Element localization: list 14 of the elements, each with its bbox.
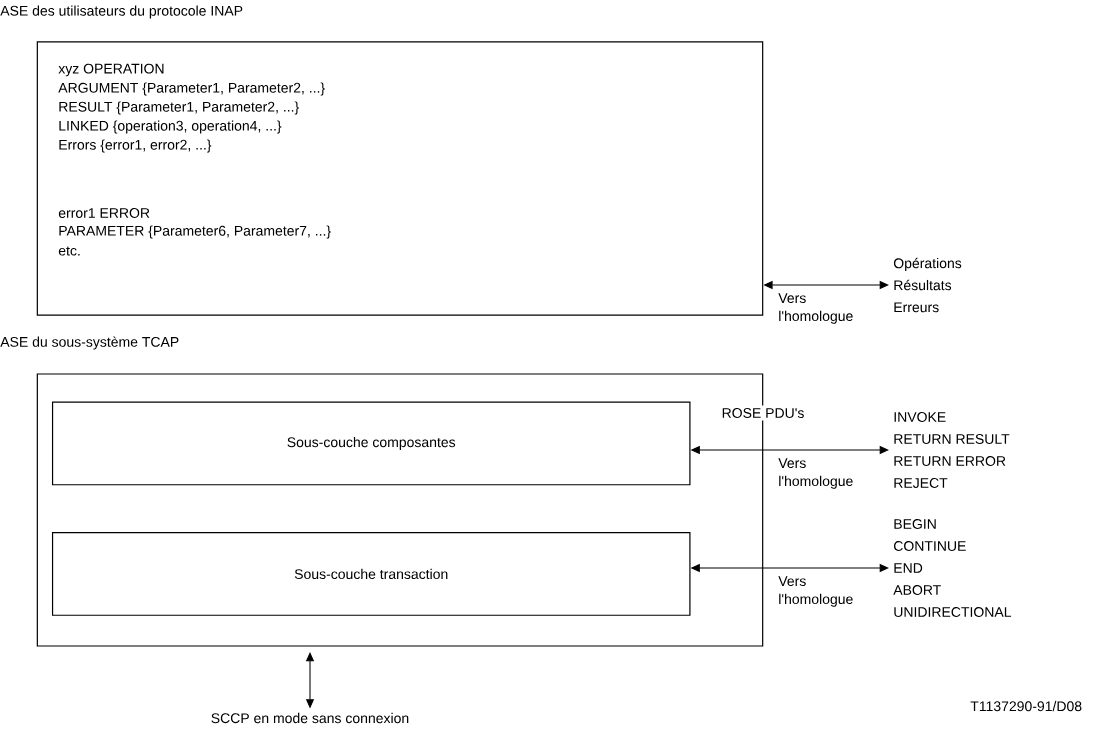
message-list: INVOKE RETURN RESULT RETURN ERROR REJECT bbox=[894, 412, 1010, 488]
layer-box: ASE des utilisateurs du protocole INAP xyz OPERATION ARGUMENT {Parameter1, Parameter2, ...} RESULT {Parameter1, Parameter2, ...} LINKED {operation3, operation4, ...} Errors {error1, error2, ...} error1 ERROR PARAMETER {Parameter6, Parameter7, ...} etc. bbox=[0, 5, 764, 316]
layer-name: SCCP en mode sans connexion bbox=[211, 712, 409, 724]
node-label: ASE du sous-système TCAP bbox=[0, 336, 179, 350]
message-list: BEGIN CONTINUE END ABORT UNIDIRECTIONAL bbox=[893, 519, 1012, 617]
pdu-label: ROSE PDU's bbox=[718, 405, 808, 421]
edge-label: Vers l'homologue bbox=[778, 293, 853, 324]
sublayer-box: Sous-couche transaction bbox=[51, 531, 691, 616]
message-list: Opérations Résultats Erreurs bbox=[893, 257, 962, 313]
figure-number: T1137290-91/D08 bbox=[967, 698, 1085, 714]
node-label: ASE des utilisateurs du protocole INAP bbox=[0, 5, 243, 19]
edge-label: Vers l'homologue bbox=[778, 576, 853, 607]
sublayer-box: Sous-couche composantes bbox=[51, 401, 691, 486]
edge-label: Vers l'homologue bbox=[778, 458, 853, 489]
